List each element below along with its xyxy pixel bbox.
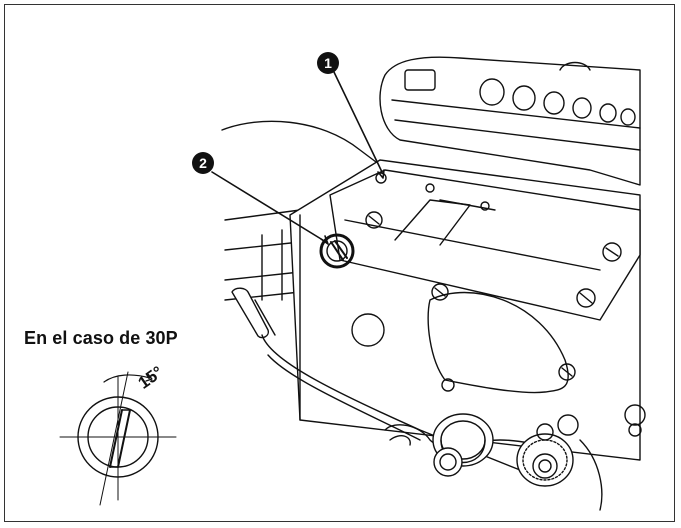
hand-wheel	[516, 414, 579, 487]
tension-knob	[432, 413, 494, 477]
screw-2	[319, 233, 355, 269]
caption-30p: En el caso de 30P	[24, 328, 178, 348]
screw-1	[375, 172, 387, 184]
leader-line-1	[332, 69, 383, 173]
side-cover	[289, 159, 641, 461]
slot-detail-view	[59, 371, 177, 506]
machine-arm	[379, 56, 641, 186]
marker-1: 1	[317, 52, 339, 74]
base-curve	[261, 334, 521, 471]
leader-line-2	[211, 171, 327, 243]
bed-contour	[221, 120, 381, 166]
knee-lever	[231, 287, 270, 339]
marker-2: 2	[192, 152, 214, 174]
